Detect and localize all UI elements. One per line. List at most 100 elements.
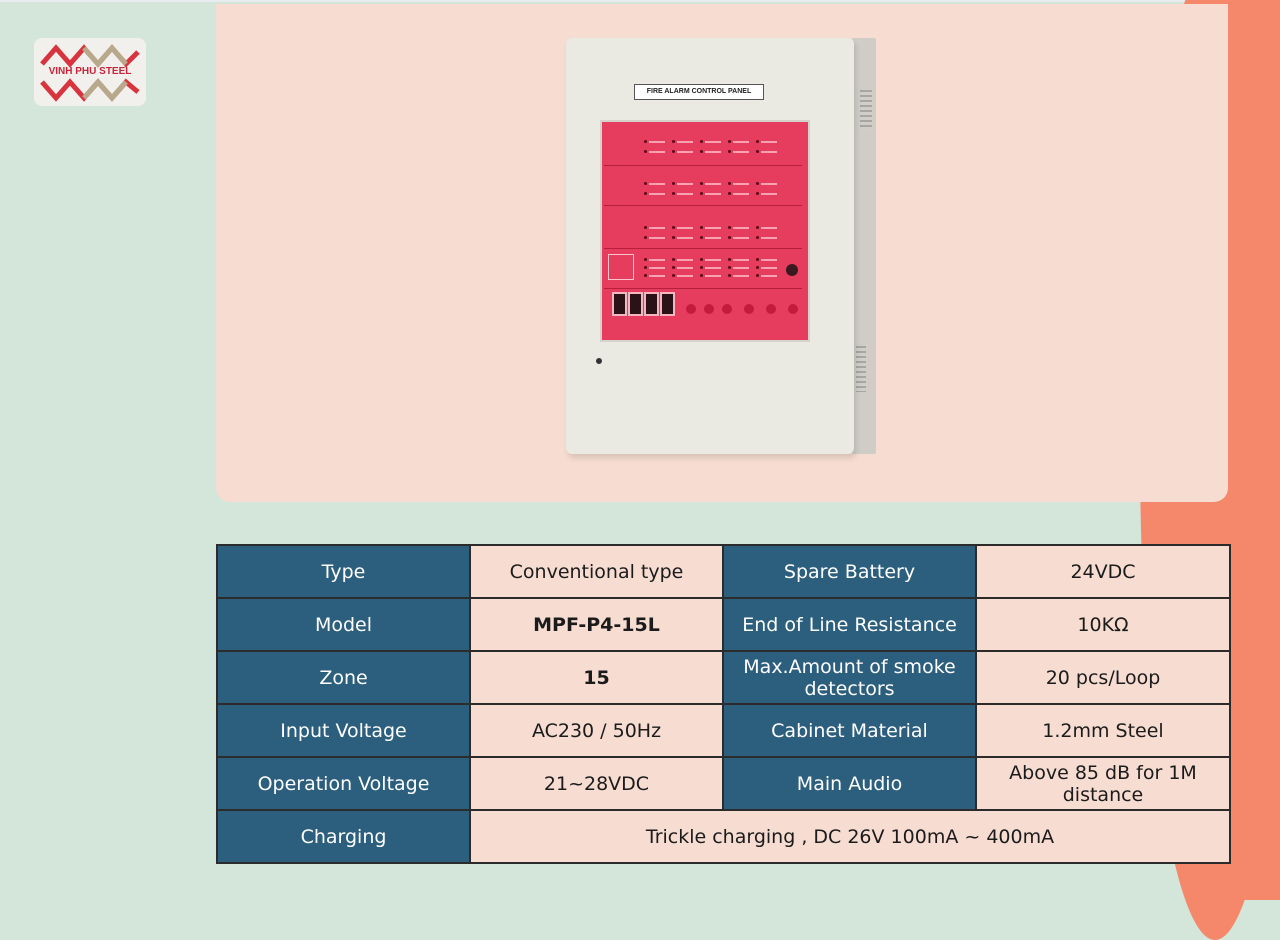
- zone-label-line: [649, 141, 665, 143]
- spec-key: Charging: [216, 809, 471, 864]
- buzzer-icon: [786, 264, 798, 276]
- zone-label-line: [649, 227, 665, 229]
- zone-led-icon: [644, 226, 647, 229]
- zone-label-line: [705, 151, 721, 153]
- zone-label-line: [705, 227, 721, 229]
- spec-key: Zone: [216, 650, 471, 705]
- zone-label-line: [733, 237, 749, 239]
- zone-label-line: [649, 237, 665, 239]
- zone-label-line: [733, 141, 749, 143]
- zone-led-icon: [728, 266, 731, 269]
- spec-value: Trickle charging , DC 26V 100mA ~ 400mA: [469, 809, 1231, 864]
- panel-knob: [686, 304, 696, 314]
- cabinet-display: [608, 254, 634, 280]
- zone-label-line: [705, 259, 721, 261]
- spec-key: Operation Voltage: [216, 756, 471, 811]
- zone-led-icon: [700, 258, 703, 261]
- cabinet-divider: [604, 165, 802, 166]
- spec-key: Main Audio: [722, 756, 977, 811]
- table-row: Type Conventional type Spare Battery 24V…: [216, 544, 1231, 599]
- panel-knob: [766, 304, 776, 314]
- top-divider: [0, 0, 1280, 2]
- zone-led-icon: [700, 226, 703, 229]
- zone-led-icon: [672, 226, 675, 229]
- zone-led-icon: [644, 274, 647, 277]
- zone-led-icon: [728, 258, 731, 261]
- zone-label-line: [733, 227, 749, 229]
- panel-knob: [722, 304, 732, 314]
- spec-value: Above 85 dB for 1M distance: [975, 756, 1231, 811]
- cabinet-vent-lower: [856, 346, 866, 392]
- zone-led-icon: [756, 236, 759, 239]
- zone-label-line: [761, 151, 777, 153]
- zone-led-icon: [728, 274, 731, 277]
- zone-label-line: [705, 267, 721, 269]
- spec-value: Conventional type: [469, 544, 724, 599]
- spec-value: 15: [469, 650, 724, 705]
- zone-led-icon: [644, 258, 647, 261]
- zone-label-line: [705, 237, 721, 239]
- spec-value: AC230 / 50Hz: [469, 703, 724, 758]
- spec-value: 1.2mm Steel: [975, 703, 1231, 758]
- panel-button: [644, 292, 659, 316]
- zone-label-line: [677, 193, 693, 195]
- zone-label-line: [677, 237, 693, 239]
- zone-led-icon: [700, 150, 703, 153]
- zone-label-line: [761, 259, 777, 261]
- table-row: Zone 15 Max.Amount of smoke detectors 20…: [216, 650, 1231, 705]
- zone-led-icon: [672, 274, 675, 277]
- zone-led-icon: [644, 266, 647, 269]
- zone-label-line: [705, 183, 721, 185]
- zone-label-line: [733, 259, 749, 261]
- spec-key: Input Voltage: [216, 703, 471, 758]
- spec-key: Cabinet Material: [722, 703, 977, 758]
- zone-led-icon: [644, 236, 647, 239]
- spec-value: MPF-P4-15L: [469, 597, 724, 652]
- zone-label-line: [677, 227, 693, 229]
- zone-led-icon: [700, 266, 703, 269]
- zone-led-icon: [672, 236, 675, 239]
- cabinet-vent: [860, 90, 872, 130]
- zone-led-icon: [700, 236, 703, 239]
- zone-led-icon: [756, 266, 759, 269]
- zone-label-line: [761, 227, 777, 229]
- zone-led-icon: [672, 258, 675, 261]
- spec-key: Max.Amount of smoke detectors: [722, 650, 977, 705]
- zone-label-line: [649, 193, 665, 195]
- zone-led-icon: [728, 236, 731, 239]
- zone-led-icon: [672, 266, 675, 269]
- zone-label-line: [761, 237, 777, 239]
- panel-knob: [788, 304, 798, 314]
- zone-led-icon: [644, 150, 647, 153]
- zone-label-line: [649, 259, 665, 261]
- zone-led-icon: [728, 192, 731, 195]
- table-row: Charging Trickle charging , DC 26V 100mA…: [216, 809, 1231, 864]
- zone-led-icon: [700, 192, 703, 195]
- cabinet-divider: [604, 288, 802, 289]
- panel-knob: [704, 304, 714, 314]
- lock-icon: [596, 358, 602, 364]
- zone-label-line: [705, 275, 721, 277]
- zone-label-line: [733, 267, 749, 269]
- zone-label-line: [677, 259, 693, 261]
- cabinet-divider: [604, 205, 802, 206]
- spec-value: 21~28VDC: [469, 756, 724, 811]
- zone-led-icon: [728, 226, 731, 229]
- spec-table: Type Conventional type Spare Battery 24V…: [216, 544, 1231, 864]
- zone-led-icon: [644, 192, 647, 195]
- panel-knob: [744, 304, 754, 314]
- zone-label-line: [677, 151, 693, 153]
- zone-led-icon: [756, 182, 759, 185]
- zone-led-icon: [756, 150, 759, 153]
- table-row: Input Voltage AC230 / 50Hz Cabinet Mater…: [216, 703, 1231, 758]
- zone-label-line: [705, 141, 721, 143]
- panel-button: [612, 292, 627, 316]
- zone-led-icon: [672, 192, 675, 195]
- logo-wordmark: VINH PHU STEEL: [48, 66, 132, 77]
- zone-label-line: [649, 151, 665, 153]
- zone-label-line: [649, 275, 665, 277]
- zone-led-icon: [728, 150, 731, 153]
- panel-button: [660, 292, 675, 316]
- zone-led-icon: [756, 274, 759, 277]
- spec-key: End of Line Resistance: [722, 597, 977, 652]
